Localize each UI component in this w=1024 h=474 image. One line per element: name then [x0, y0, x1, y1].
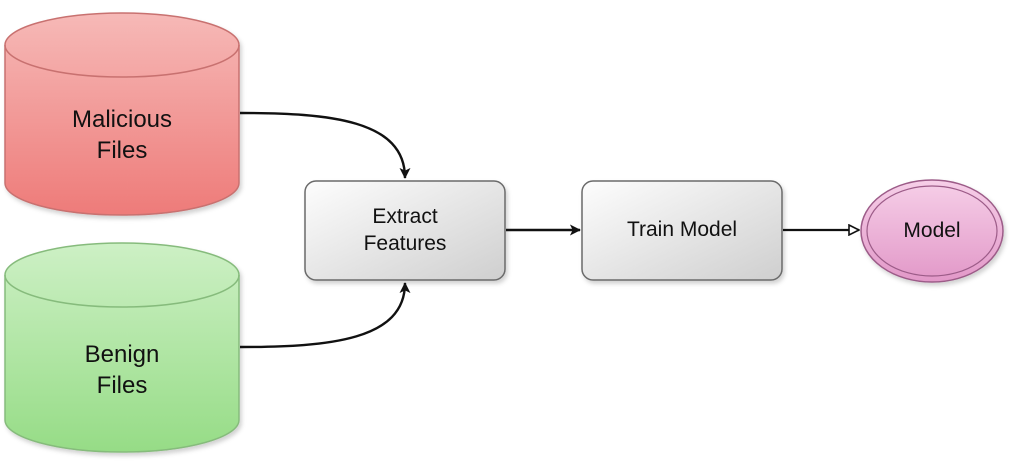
model-ellipse — [860, 179, 1004, 283]
extract-features-label-line2: Features — [363, 231, 447, 255]
extract-features-label-line1: Extract — [372, 204, 438, 228]
malicious-files-label-line2: Files — [96, 137, 148, 164]
malicious-files-cylinder — [4, 12, 240, 216]
malicious-files-label-line1: Malicious — [71, 106, 173, 134]
extract-features-box — [304, 180, 506, 281]
extract-features-label: Extract Features — [305, 181, 505, 280]
model-label: Model — [861, 180, 1003, 282]
train-model-label-text: Train Model — [626, 218, 738, 242]
train-model-box — [581, 180, 783, 281]
benign-files-label-line1: Benign — [84, 341, 160, 369]
train-model-label: Train Model — [582, 181, 782, 280]
model-label-text: Model — [903, 218, 961, 242]
benign-files-label-line2: Files — [96, 372, 148, 399]
benign-files-cylinder — [4, 242, 240, 453]
edge-benign-to-extract — [239, 282, 411, 349]
benign-files-label: Benign Files — [5, 330, 239, 412]
malicious-files-label: Malicious Files — [5, 95, 239, 177]
edge-malicious-to-extract — [239, 111, 411, 179]
